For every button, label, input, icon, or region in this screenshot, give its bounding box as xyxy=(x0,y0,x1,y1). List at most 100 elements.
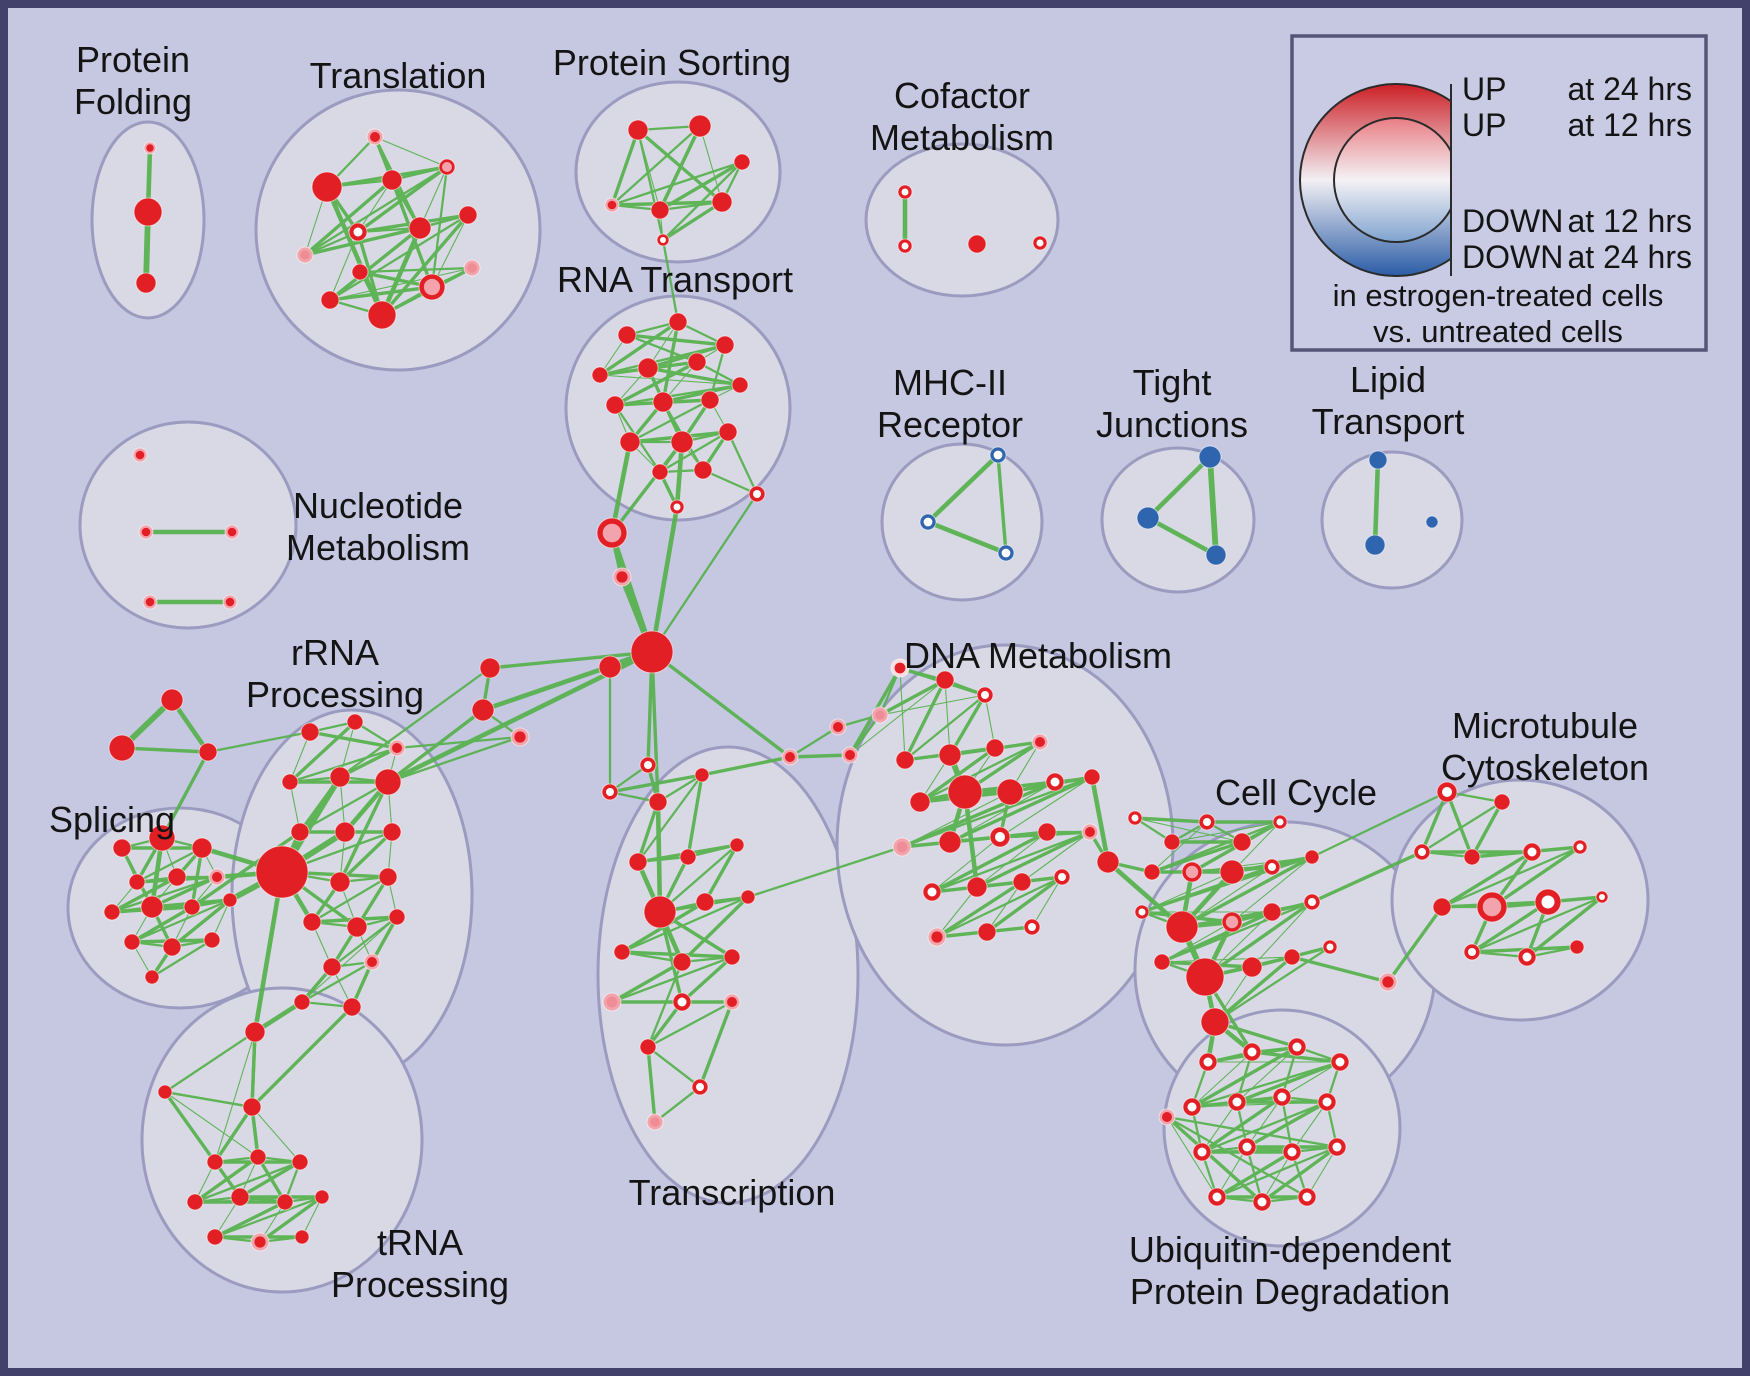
edge xyxy=(931,836,1001,893)
gene-node-core xyxy=(1247,1047,1257,1057)
gene-node-core xyxy=(300,250,310,260)
gene-node-core xyxy=(927,887,937,897)
gene-node-core xyxy=(610,400,620,410)
cluster-label-protein-folding: Protein xyxy=(76,39,190,80)
gene-node-core xyxy=(931,931,943,943)
edge xyxy=(160,750,210,840)
edge xyxy=(930,830,1092,894)
cluster-label-nucleotide-metabolism: Metabolism xyxy=(286,527,470,568)
edge xyxy=(661,238,680,324)
edge xyxy=(1260,1145,1339,1204)
edge xyxy=(599,374,741,386)
edge xyxy=(1420,790,1449,854)
gene-node-core xyxy=(1237,837,1247,847)
edge xyxy=(1166,1116,1218,1198)
gene-node-core xyxy=(514,731,526,743)
gene-node-core xyxy=(1101,855,1115,869)
gene-node-core xyxy=(1173,918,1191,936)
gene-node-core xyxy=(1138,908,1146,916)
gene-node-core xyxy=(132,877,142,887)
cluster-label-transcription: Transcription xyxy=(629,1172,836,1213)
edge xyxy=(370,915,399,964)
gene-node-core xyxy=(990,743,1000,753)
gene-node-core xyxy=(161,1088,169,1096)
cluster-lipid-transport xyxy=(1320,450,1464,590)
cluster-label-microtubule-cytoskeleton: Cytoskeleton xyxy=(1441,747,1649,788)
edge xyxy=(163,1090,254,1109)
gene-node-core xyxy=(633,857,643,867)
edge xyxy=(935,875,1064,939)
gene-node-core xyxy=(1246,961,1258,973)
edge xyxy=(1140,855,1314,914)
edge xyxy=(250,1005,354,1109)
gene-node-core xyxy=(1308,898,1316,906)
edge xyxy=(1134,817,1243,843)
gene-node-core xyxy=(700,897,710,907)
gene-node-core xyxy=(1036,239,1044,247)
edge xyxy=(193,1160,302,1204)
gene-node-core xyxy=(207,935,217,945)
gene-node-core xyxy=(380,774,396,790)
gene-node-core xyxy=(894,662,906,674)
edge xyxy=(214,1031,256,1163)
edge xyxy=(985,875,1064,934)
cluster-label-lipid-transport: Transport xyxy=(1312,401,1465,442)
edge xyxy=(701,468,759,496)
legend-entry-word-2: DOWN xyxy=(1462,203,1563,239)
edge xyxy=(250,1030,257,1109)
edge xyxy=(258,1195,324,1244)
edge xyxy=(925,519,1009,556)
gene-node-core xyxy=(1292,1042,1302,1052)
cluster-label-microtubule-cytoskeleton: Microtubule xyxy=(1452,705,1638,746)
cluster-label-dna-metabolism: DNA Metabolism xyxy=(904,635,1172,676)
gene-node-core xyxy=(733,841,741,849)
edge xyxy=(661,200,724,242)
cluster-label-mhc-ii-receptor: MHC-II xyxy=(893,362,1007,403)
gene-node-core xyxy=(339,826,351,838)
gene-node-core xyxy=(651,903,669,921)
gene-node-core xyxy=(253,1152,263,1162)
gene-node-core xyxy=(1042,827,1052,837)
gene-node-core xyxy=(845,750,855,760)
cluster-mhc-ii-receptor xyxy=(880,442,1044,602)
legend-inner-ring-icon xyxy=(1333,117,1451,243)
edge xyxy=(658,430,730,474)
gene-node-core xyxy=(374,307,390,323)
edge xyxy=(1151,821,1208,873)
edge xyxy=(658,843,739,914)
gene-node-core xyxy=(1599,894,1605,900)
gene-node-core xyxy=(334,771,346,783)
gene-node-core xyxy=(705,395,715,405)
cluster-label-rrna-processing: rRNA xyxy=(291,632,379,673)
edge xyxy=(878,678,947,717)
gene-node-core xyxy=(1207,1014,1223,1030)
gene-node-core xyxy=(386,174,398,186)
gene-node-core xyxy=(413,221,427,235)
gene-node-core xyxy=(141,527,151,537)
gene-node-core xyxy=(476,703,490,717)
gene-node-core xyxy=(616,571,628,583)
gene-node-core xyxy=(1131,814,1139,822)
edge xyxy=(1180,855,1314,929)
gene-node-core xyxy=(370,132,380,142)
edge xyxy=(726,430,759,496)
edge xyxy=(1161,956,1293,963)
edge xyxy=(680,895,750,964)
edge xyxy=(338,666,492,779)
edge xyxy=(935,880,1024,939)
gene-node-core xyxy=(334,876,346,888)
gene-node-core xyxy=(1522,952,1532,962)
gene-node-core xyxy=(657,396,669,408)
edge xyxy=(1145,454,1213,521)
gene-node-core xyxy=(1197,1147,1207,1157)
edge xyxy=(646,1000,734,1049)
edge xyxy=(379,225,423,318)
cluster-label-ubiquitin: Ubiquitin-dependent xyxy=(1129,1229,1451,1270)
cluster-label-protein-sorting: Protein Sorting xyxy=(553,42,791,83)
gene-node-core xyxy=(1141,511,1155,525)
gene-node-core xyxy=(1257,1197,1267,1207)
gene-node-core xyxy=(353,227,363,237)
edge xyxy=(649,504,680,655)
gene-node-core xyxy=(1527,847,1537,857)
